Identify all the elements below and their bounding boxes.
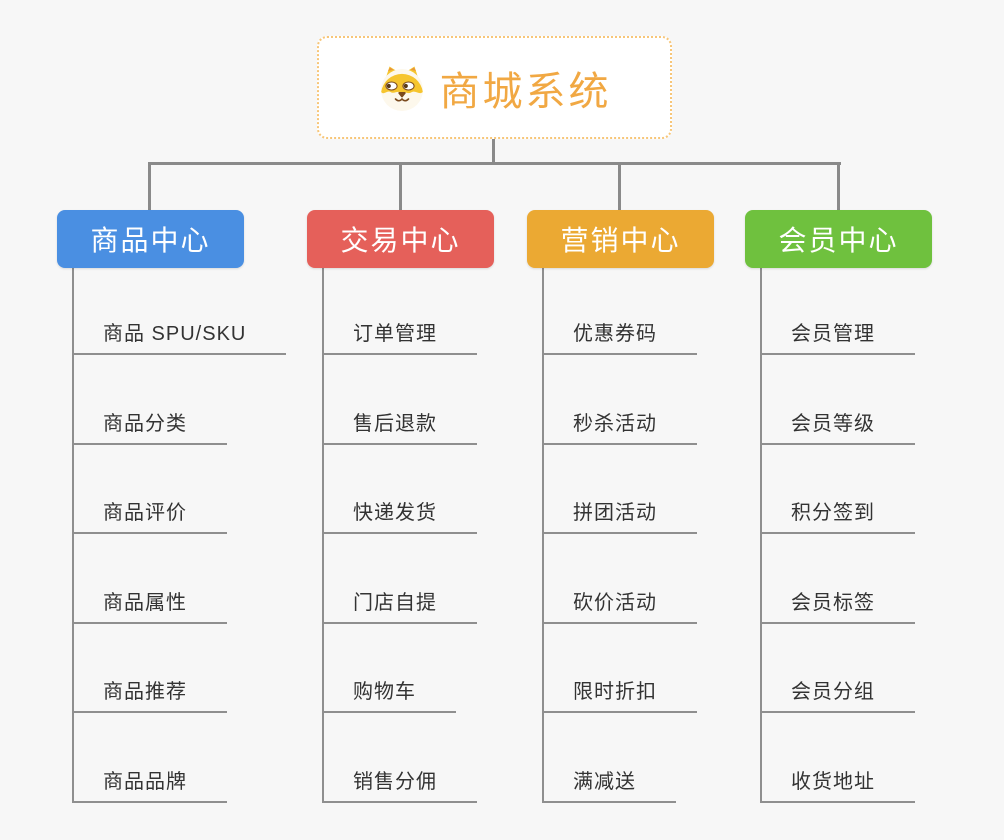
connector-drop-2	[399, 163, 402, 210]
child-node[interactable]: 满减送	[542, 765, 676, 803]
connector-root-stub	[492, 137, 495, 164]
child-node[interactable]: 拼团活动	[542, 496, 697, 534]
child-node[interactable]: 商品评价	[72, 496, 227, 534]
branch-node-members[interactable]: 会员中心	[745, 210, 932, 268]
branch-label: 会员中心	[778, 225, 899, 256]
child-node[interactable]: 秒杀活动	[542, 407, 697, 445]
child-node[interactable]: 商品品牌	[72, 765, 227, 803]
child-node[interactable]: 积分签到	[760, 496, 915, 534]
branch-label: 交易中心	[340, 225, 461, 256]
child-node[interactable]: 订单管理	[322, 317, 477, 355]
child-node[interactable]: 砍价活动	[542, 586, 697, 624]
connector-bus	[148, 162, 841, 165]
root-node[interactable]: 商城系统	[317, 36, 672, 139]
child-node[interactable]: 快递发货	[322, 496, 477, 534]
child-node[interactable]: 销售分佣	[322, 765, 477, 803]
connector-spine-4	[760, 268, 762, 803]
connector-drop-3	[618, 163, 621, 210]
connector-spine-1	[72, 268, 74, 803]
root-title: 商城系统	[439, 69, 612, 114]
branch-children-members: 会员管理 会员等级 积分签到 会员标签 会员分组 收货地址	[760, 268, 915, 803]
child-node[interactable]: 优惠券码	[542, 317, 697, 355]
child-node[interactable]: 商品分类	[72, 407, 227, 445]
connector-spine-2	[322, 268, 324, 803]
branch-children-trade: 订单管理 售后退款 快递发货 门店自提 购物车 销售分佣	[322, 268, 477, 803]
child-node[interactable]: 收货地址	[760, 765, 915, 803]
child-node[interactable]: 商品属性	[72, 586, 227, 624]
branch-node-products[interactable]: 商品中心	[57, 210, 244, 268]
branch-children-marketing: 优惠券码 秒杀活动 拼团活动 砍价活动 限时折扣 满减送	[542, 268, 697, 803]
child-node[interactable]: 会员管理	[760, 317, 915, 355]
child-node[interactable]: 购物车	[322, 675, 456, 713]
shiba-dog-icon	[378, 64, 426, 112]
child-node[interactable]: 商品 SPU/SKU	[72, 317, 287, 355]
branch-label: 营销中心	[560, 225, 681, 256]
connector-drop-1	[148, 163, 151, 210]
child-node[interactable]: 限时折扣	[542, 675, 697, 713]
child-node[interactable]: 售后退款	[322, 407, 477, 445]
branch-node-trade[interactable]: 交易中心	[307, 210, 494, 268]
branch-label: 商品中心	[90, 225, 211, 256]
child-node[interactable]: 会员等级	[760, 407, 915, 445]
branch-children-products: 商品 SPU/SKU 商品分类 商品评价 商品属性 商品推荐 商品品牌	[72, 268, 287, 803]
branch-node-marketing[interactable]: 营销中心	[527, 210, 714, 268]
connector-drop-4	[837, 163, 840, 210]
child-node[interactable]: 会员标签	[760, 586, 915, 624]
child-node[interactable]: 会员分组	[760, 675, 915, 713]
connector-spine-3	[542, 268, 544, 803]
child-node[interactable]: 商品推荐	[72, 675, 227, 713]
child-node[interactable]: 门店自提	[322, 586, 477, 624]
